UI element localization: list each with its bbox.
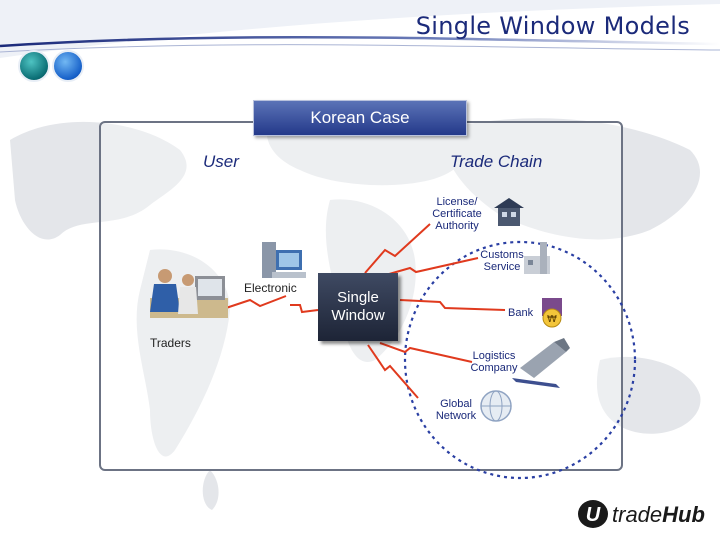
- global-label: Global Network: [430, 398, 482, 422]
- bank-icon: ₩: [542, 298, 562, 328]
- truck-icon: [512, 338, 570, 388]
- link-sw-bank: [399, 299, 506, 311]
- svg-text:tradeHub: tradeHub: [612, 502, 705, 527]
- customs-line1: Customs: [480, 249, 524, 261]
- license-line1: License/: [436, 196, 478, 208]
- global-line2: Network: [435, 410, 477, 422]
- electronic-label: Electronic: [244, 281, 297, 295]
- license-label: License/ Certificate Authority: [424, 196, 490, 232]
- header-swoosh: [0, 0, 720, 58]
- single-window-box: Single Window: [318, 273, 398, 341]
- single-window-line1: Single: [337, 289, 379, 306]
- customs-label: Customs Service: [474, 249, 530, 273]
- korean-case-banner: Korean Case: [253, 100, 467, 136]
- logo-u-letter: U: [586, 504, 601, 526]
- svg-text:₩: ₩: [547, 314, 557, 325]
- license-line3: Authority: [435, 220, 479, 232]
- computer-icon: [262, 242, 306, 278]
- link-traders-electronic: [225, 295, 287, 309]
- blue-circle-icon: [52, 50, 84, 82]
- trade-chain-column-heading: Trade Chain: [450, 152, 543, 171]
- license-line2: Certificate: [432, 208, 482, 220]
- globe-icon: [480, 390, 512, 422]
- bank-label: Bank: [508, 307, 534, 319]
- logistics-line2: Company: [470, 362, 518, 374]
- factory-icon: [524, 242, 550, 274]
- building-icon: [494, 198, 524, 226]
- customs-line2: Service: [483, 261, 521, 273]
- user-column-heading: User: [203, 152, 239, 171]
- global-line1: Global: [440, 398, 472, 410]
- logo-hub-text: Hub: [662, 502, 705, 527]
- utradehub-logo: U tradeHub: [576, 495, 706, 533]
- traders-label: Traders: [150, 336, 191, 350]
- link-sw-global: [367, 344, 419, 399]
- teal-circle-icon: [18, 50, 50, 82]
- logo-trade-text: trade: [612, 502, 662, 527]
- single-window-line2: Window: [331, 307, 385, 324]
- link-sw-license: [364, 223, 431, 274]
- utradehub-logo-mark: U tradeHub: [578, 500, 705, 528]
- slide-title: Single Window Models: [415, 12, 690, 40]
- link-sw-logistics: [379, 342, 473, 363]
- logistics-label: Logistics Company: [464, 350, 524, 374]
- logistics-line1: Logistics: [472, 350, 516, 362]
- link-electronic-singlewindow: [290, 304, 319, 314]
- trade-chain-ring: [403, 240, 637, 480]
- traders-illustration: [150, 269, 228, 318]
